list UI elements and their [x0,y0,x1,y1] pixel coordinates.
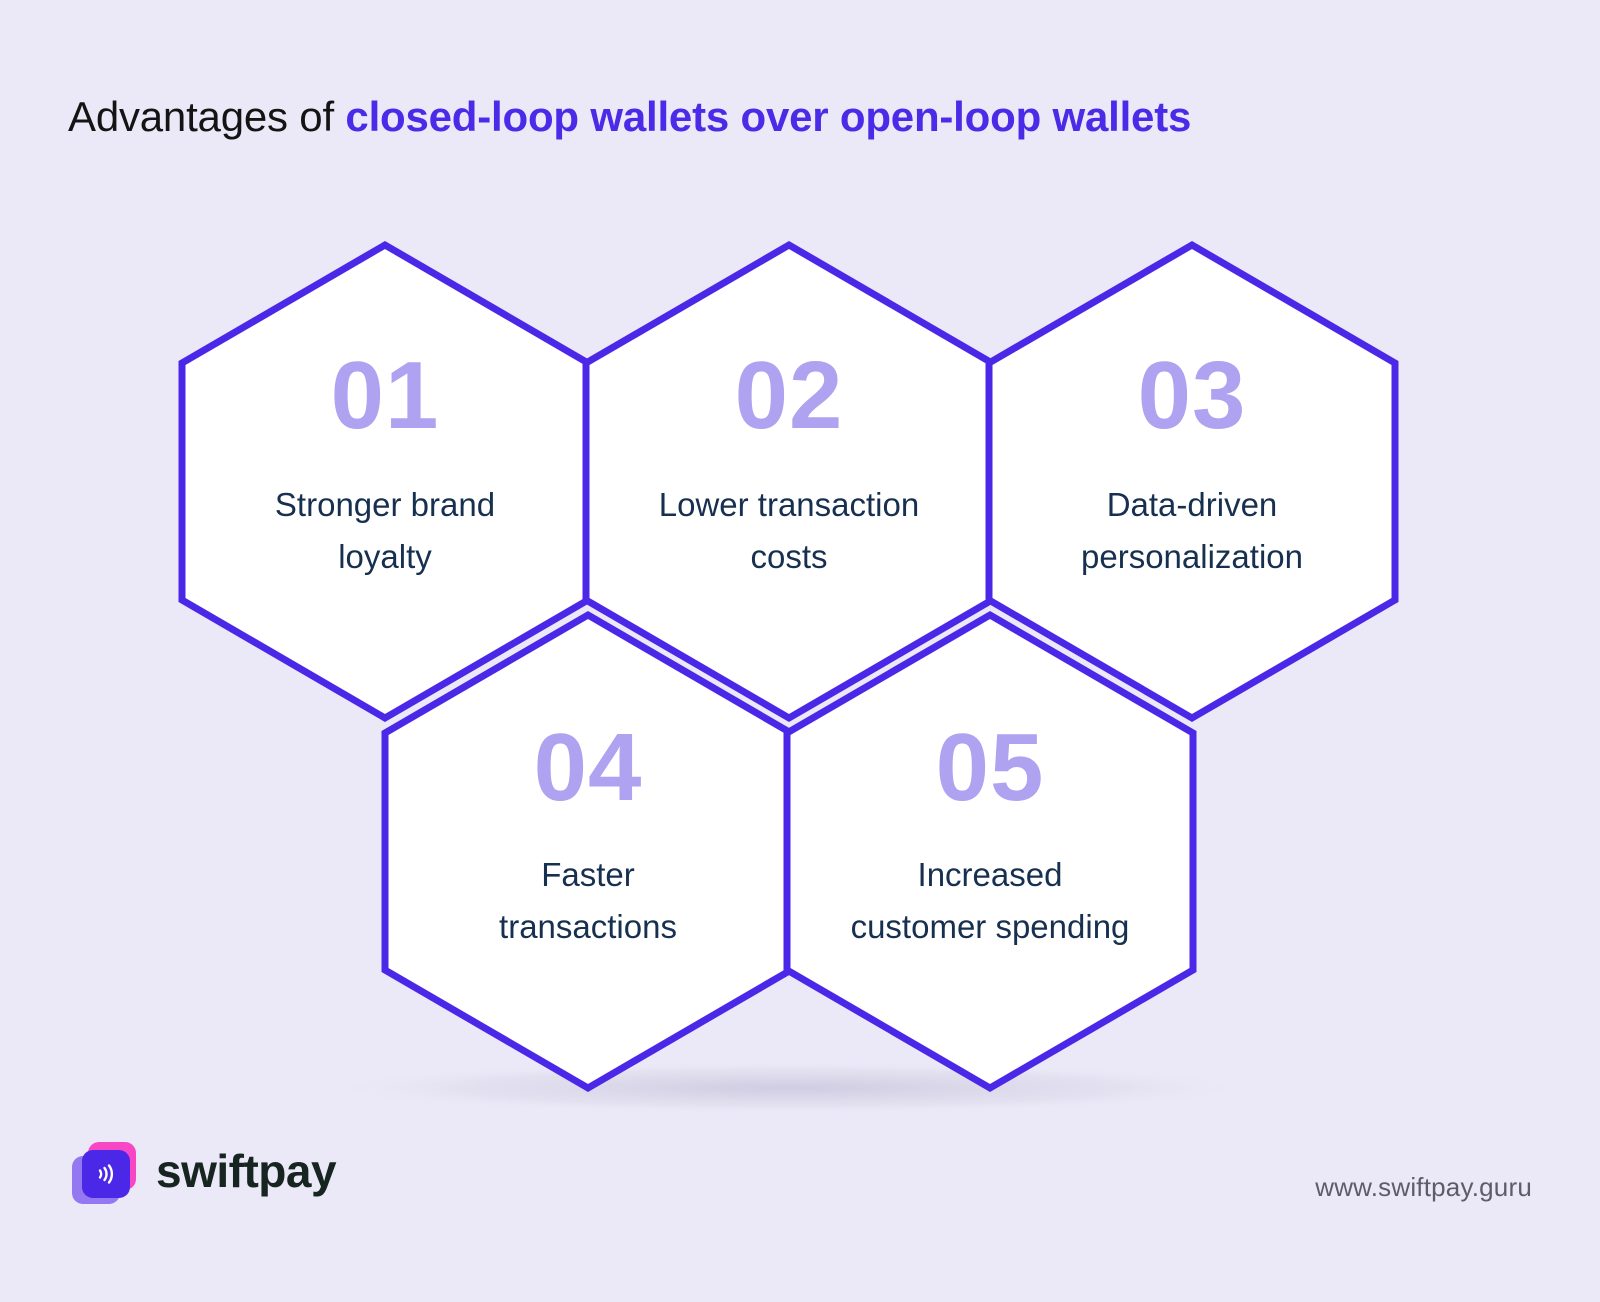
hexagon-02-number: 02 [735,342,844,449]
hexagon-04-number: 04 [534,714,643,821]
page-title-plain: Advantages of [68,93,346,141]
hexagon-01-label-line1: Stronger brand [275,486,495,523]
hexagon-03-label-line2: personalization [1081,538,1303,575]
hexagon-02[interactable]: 02 Lower transaction costs [582,240,996,723]
cluster-shadow [320,1062,1260,1114]
contactless-payment-icon [82,1150,130,1198]
brand-wordmark: swiftpay [156,1145,337,1197]
page-title: Advantages of closed-loop wallets over o… [68,94,1191,140]
hexagon-04-label-line1: Faster [541,856,635,893]
hexagon-01[interactable]: 01 Stronger brand loyalty [178,240,592,723]
hexagon-03-label-line1: Data-driven [1107,486,1278,523]
hexagon-01-number: 01 [331,342,440,449]
hexagon-04-label-line2: transactions [499,908,677,945]
footer-url[interactable]: www.swiftpay.guru [1315,1172,1532,1202]
hexagon-03[interactable]: 03 Data-driven personalization [985,240,1399,723]
page-title-accent: closed-loop wallets over open-loop walle… [345,93,1192,141]
hexagon-03-number: 03 [1138,342,1247,449]
brand-logo[interactable]: swiftpay [72,1134,337,1212]
hexagon-01-label-line2: loyalty [338,538,432,575]
logo-mark [72,1134,140,1212]
hexagon-05-label-line2: customer spending [851,908,1130,945]
hexagon-05-number: 05 [936,714,1045,821]
hexagon-04[interactable]: 04 Faster transactions [381,610,795,1093]
hexagon-05[interactable]: 05 Increased customer spending [783,610,1197,1093]
hexagon-05-label-line1: Increased [918,856,1063,893]
hexagon-02-label-line2: costs [750,538,827,575]
hexagon-02-label-line1: Lower transaction [659,486,919,523]
